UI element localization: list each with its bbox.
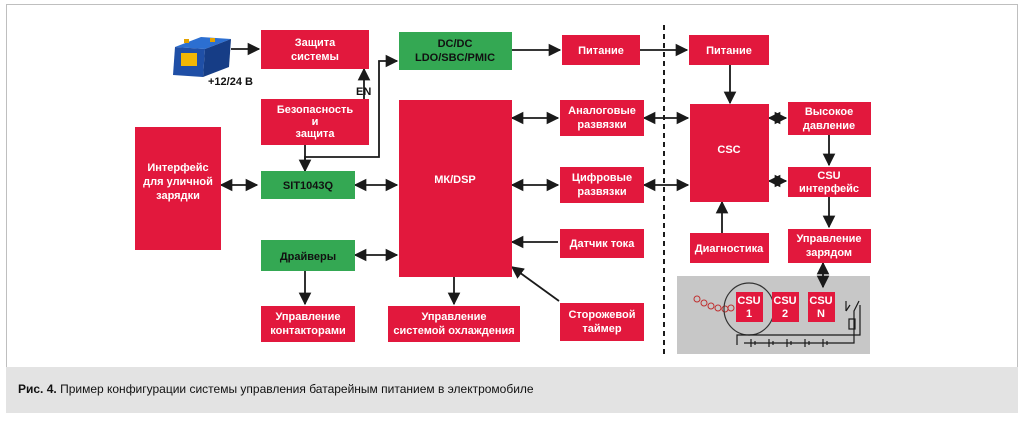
block-interface-zaryadki bbox=[135, 127, 221, 250]
block-diagnostika-label: Диагностика bbox=[695, 243, 764, 255]
csu-n-line-1: CSU bbox=[809, 295, 832, 307]
block-diagnostika bbox=[690, 233, 769, 263]
en-label: EN bbox=[356, 86, 371, 98]
block-digital bbox=[560, 167, 644, 203]
cell-chain-decor bbox=[693, 295, 735, 313]
block-vysokoe-davlenie bbox=[788, 102, 871, 135]
block-sit1043q bbox=[261, 171, 355, 199]
block-upravlenie-kontaktorami bbox=[261, 306, 355, 342]
block-pitanie-left-label: Питание bbox=[578, 45, 624, 57]
csu-2-line-2: 2 bbox=[782, 308, 788, 320]
block-zashchita-line-1: Защита bbox=[295, 37, 336, 49]
block-dcdc-line-2: LDO/SBC/PMIC bbox=[415, 52, 495, 64]
block-upr-kontakt-line-2: контакторами bbox=[270, 325, 345, 337]
block-sit1043q-label: SIT1043Q bbox=[283, 180, 334, 192]
block-analog bbox=[560, 100, 644, 136]
block-upravlenie-zaryadom bbox=[788, 229, 871, 263]
block-vysokoe-line-2: давление bbox=[803, 120, 855, 132]
block-csc-label: CSC bbox=[717, 144, 740, 156]
block-pitanie-left bbox=[562, 35, 640, 65]
csu-1-line-1: CSU bbox=[737, 295, 760, 307]
block-storozh-line-2: таймер bbox=[582, 323, 622, 335]
block-datchik-toka-label: Датчик тока bbox=[570, 238, 636, 250]
block-upr-kontakt-line-1: Управление bbox=[275, 311, 340, 323]
block-pitanie-right bbox=[689, 35, 769, 65]
block-interface-line-2: для уличной bbox=[143, 176, 213, 188]
block-bezopasnost-line-1: Безопасность bbox=[277, 104, 354, 116]
figure-caption-bar: Рис. 4. Пример конфигурации системы упра… bbox=[6, 367, 1018, 413]
diagram-frame: +12/24 В bbox=[6, 4, 1018, 368]
block-analog-line-1: Аналоговые bbox=[568, 105, 636, 117]
block-storozh-line-1: Сторожевой bbox=[568, 309, 635, 321]
block-draivery bbox=[261, 240, 355, 271]
battery-voltage-label: +12/24 В bbox=[208, 76, 253, 88]
block-upr-ohlazhd-line-1: Управление bbox=[421, 311, 486, 323]
block-zashchita-line-2: системы bbox=[291, 51, 339, 63]
block-mcu-dsp bbox=[399, 100, 512, 277]
csu-n bbox=[808, 292, 835, 322]
block-csu-interface bbox=[788, 167, 871, 197]
block-digital-line-2: развязки bbox=[577, 186, 626, 198]
block-diagram: +12/24 В bbox=[135, 25, 871, 355]
block-zashchita-sistemy bbox=[261, 30, 369, 69]
battery-icon bbox=[173, 37, 231, 77]
block-interface-line-1: Интерфейс bbox=[147, 162, 208, 174]
block-vysokoe-line-1: Высокое bbox=[805, 106, 853, 118]
block-interface-line-3: зарядки bbox=[156, 190, 200, 202]
block-draivery-label: Драйверы bbox=[280, 251, 336, 263]
block-csu-interface-line-2: интерфейс bbox=[799, 183, 859, 195]
block-pitanie-right-label: Питание bbox=[706, 45, 752, 57]
figure-caption-prefix: Рис. 4. bbox=[18, 382, 57, 396]
csu-1-line-2: 1 bbox=[746, 308, 752, 320]
figure-caption: Рис. 4. Пример конфигурации системы упра… bbox=[18, 382, 534, 396]
block-analog-line-2: развязки bbox=[577, 119, 626, 131]
block-bezopasnost-line-3: защита bbox=[296, 128, 336, 140]
csu-1 bbox=[736, 292, 763, 322]
block-dcdc bbox=[399, 32, 512, 70]
block-dcdc-line-1: DC/DC bbox=[438, 38, 473, 50]
block-upr-zaryadom-line-1: Управление bbox=[796, 233, 861, 245]
csu-2-line-1: CSU bbox=[773, 295, 796, 307]
block-upr-ohlazhd-line-2: системой охлаждения bbox=[393, 325, 514, 337]
block-upravlenie-okhlazhdeniya bbox=[388, 306, 520, 342]
block-mcu-dsp-label: МК/DSP bbox=[434, 174, 476, 186]
block-bezopasnost bbox=[261, 99, 369, 145]
block-storozhevoy-taymer bbox=[560, 303, 644, 341]
block-upr-zaryadom-line-2: зарядом bbox=[806, 247, 852, 259]
connectors bbox=[219, 42, 836, 306]
block-csu-interface-line-1: CSU bbox=[817, 170, 840, 182]
block-csc bbox=[690, 104, 769, 202]
block-bezopasnost-line-2: и bbox=[312, 116, 319, 128]
block-datchik-toka bbox=[560, 229, 644, 258]
block-digital-line-1: Цифровые bbox=[572, 172, 632, 184]
figure-caption-text: Пример конфигурации системы управления б… bbox=[56, 382, 534, 396]
battery-pack-wiring bbox=[736, 300, 861, 347]
csu-2 bbox=[772, 292, 799, 322]
csu-n-line-2: N bbox=[817, 308, 825, 320]
